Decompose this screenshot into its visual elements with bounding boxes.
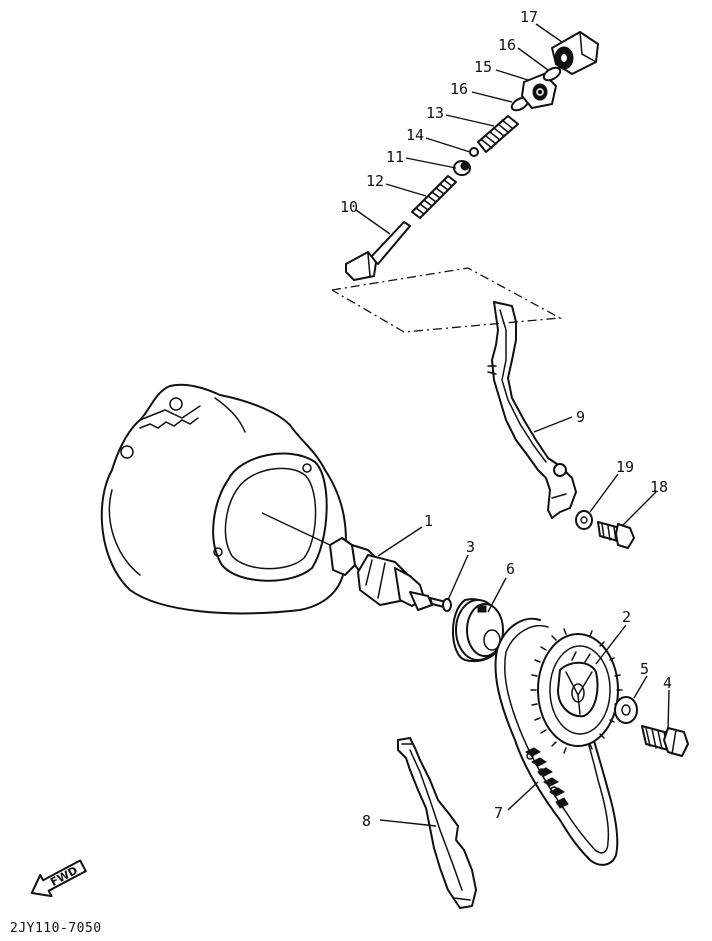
assembly-boundary	[331, 267, 563, 333]
label-part-16-upper: 16	[498, 36, 516, 54]
diagram-code: 2JY110-7050	[10, 921, 102, 936]
washer	[614, 696, 638, 724]
label-part-11: 11	[386, 148, 404, 166]
label-part-1: 1	[424, 512, 433, 530]
label-part-9: 9	[576, 408, 585, 426]
tensioner-spring-small	[411, 175, 457, 219]
label-part-7: 7	[494, 804, 503, 822]
check-ball	[469, 147, 479, 157]
label-part-14: 14	[406, 126, 424, 144]
tensioner-rod	[345, 221, 411, 281]
label-part-16-lower: 16	[450, 80, 468, 98]
sprocket-bolt	[641, 725, 689, 757]
forward-arrow: FWD	[30, 859, 87, 898]
chain-guide	[397, 737, 477, 909]
o-ring-upper	[542, 66, 562, 82]
camshaft	[329, 537, 433, 611]
cap-bolt	[551, 31, 599, 75]
label-part-17: 17	[520, 8, 538, 26]
tensioner-spring-large	[477, 115, 519, 153]
tensioner-ball	[453, 160, 471, 176]
leader-lines	[355, 23, 670, 827]
cylinder-head	[100, 383, 347, 615]
label-part-6: 6	[506, 560, 515, 578]
label-part-5: 5	[640, 660, 649, 678]
dowel-pin	[429, 597, 452, 612]
guide-bolt	[597, 521, 635, 549]
label-part-8: 8	[362, 812, 371, 830]
label-part-18: 18	[650, 478, 668, 496]
label-part-2: 2	[622, 608, 631, 626]
cam-sprocket	[530, 628, 623, 754]
part-labels: 1 2 3 4 5 6 7 8 9 10 11 12 13 14 15 16 1…	[340, 8, 672, 830]
label-part-19: 19	[616, 458, 634, 476]
label-part-10: 10	[340, 198, 358, 216]
label-part-12: 12	[366, 172, 384, 190]
decompressor-cam	[452, 598, 504, 663]
label-part-3: 3	[466, 538, 475, 556]
tensioner-guide	[487, 301, 577, 519]
forward-label: FWD	[48, 864, 80, 889]
chain-links	[525, 747, 569, 809]
label-part-13: 13	[426, 104, 444, 122]
guide-washer	[575, 510, 593, 530]
label-part-4: 4	[663, 674, 672, 692]
label-part-15: 15	[474, 58, 492, 76]
